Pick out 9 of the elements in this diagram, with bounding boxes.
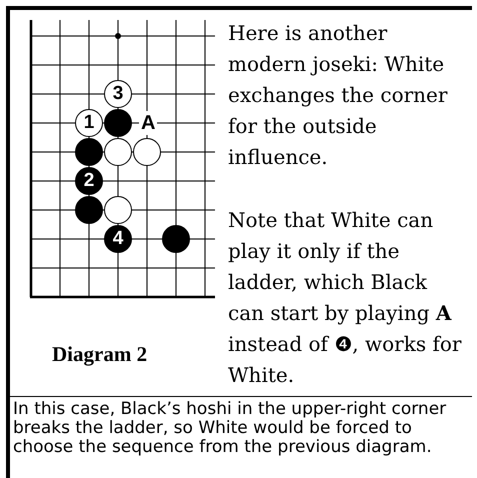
numbered-stone: 1 [75,109,103,137]
paragraph: In this case, Black’s hoshi in the upper-right corner breaks the ladder, so White would be forced to choose the sequence from the previous diagram. [13,400,448,457]
diagram-caption: Diagram 2 [52,341,148,368]
numbered-stone: 2 [75,167,103,195]
numbered-stone: 4 [104,225,132,253]
numbered-stone: 3 [104,80,132,108]
point-label: A [139,111,158,135]
paragraph: Here is another modern joseki: White exchanges the corner for the outside influence. [228,20,448,171]
paragraph: Note that White can play it only if the ladder, which Black can start by playing A instead of ❹, works for White. [228,207,462,389]
